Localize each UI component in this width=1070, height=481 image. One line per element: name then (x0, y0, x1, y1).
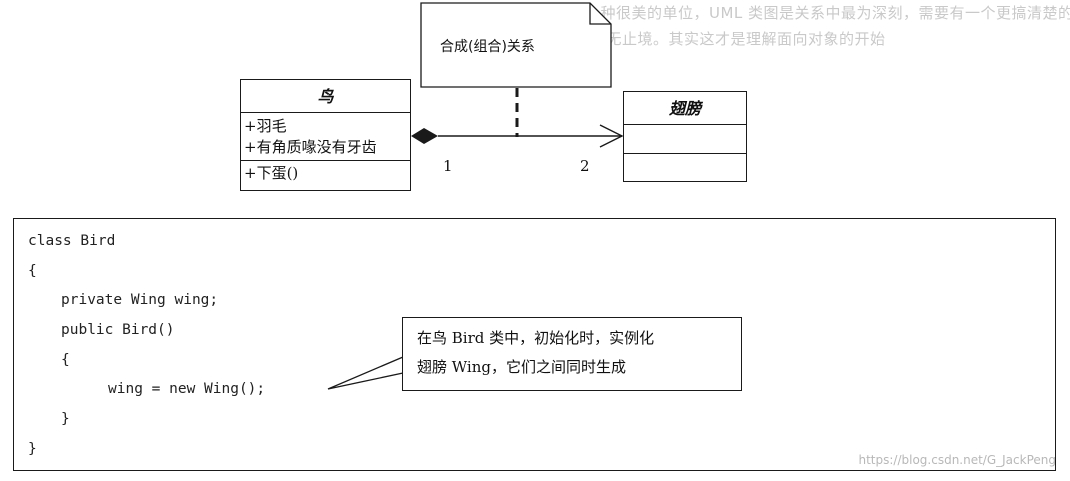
code-line-6: wing = new Wing(); (108, 381, 266, 397)
code-line-1: class Bird (28, 233, 116, 249)
callout-text-line-2: 翅膀 Wing，它们之间同时生成 (417, 358, 626, 376)
composition-diamond (411, 128, 438, 144)
callout-note (402, 317, 742, 391)
operation-lay-egg: +下蛋() (244, 164, 299, 182)
code-line-3: private Wing wing; (61, 292, 219, 308)
code-line-7: } (61, 411, 70, 427)
callout-pointer (327, 356, 404, 390)
multiplicity-target: 2 (580, 157, 590, 175)
class-operations-wing (624, 154, 746, 181)
class-operations-bird: +下蛋() (241, 161, 410, 189)
attribute-beak: +有角质喙没有牙齿 (244, 138, 377, 156)
note-top-shape (420, 2, 612, 88)
background-text-line-2: 所谓的无止境。其实这才是理解面向对象的开始 (560, 30, 886, 48)
code-line-5: { (61, 352, 70, 368)
attribute-feather: +羽毛 (244, 117, 287, 135)
uml-class-bird: 鸟 +羽毛 +有角质喙没有牙齿 +下蛋() (240, 79, 411, 191)
note-composition-label: 合成(组合)关系 (440, 39, 535, 55)
class-name-bird: 鸟 (241, 80, 410, 113)
class-attributes-wing (624, 125, 746, 154)
code-panel (13, 218, 1056, 471)
callout-text-line-1: 在鸟 Bird 类中，初始化时，实例化 (417, 329, 655, 347)
code-line-4: public Bird() (61, 322, 175, 338)
class-name-wing: 翅膀 (624, 92, 746, 125)
code-line-8: } (28, 441, 37, 457)
navigability-arrowhead (599, 124, 624, 148)
class-attributes-bird: +羽毛 +有角质喙没有牙齿 (241, 113, 410, 161)
uml-class-wing: 翅膀 (623, 91, 747, 182)
multiplicity-source: 1 (443, 157, 453, 175)
code-line-2: { (28, 263, 37, 279)
watermark: https://blog.csdn.net/G_JackPeng (858, 453, 1056, 467)
note-top-fold (589, 3, 611, 25)
